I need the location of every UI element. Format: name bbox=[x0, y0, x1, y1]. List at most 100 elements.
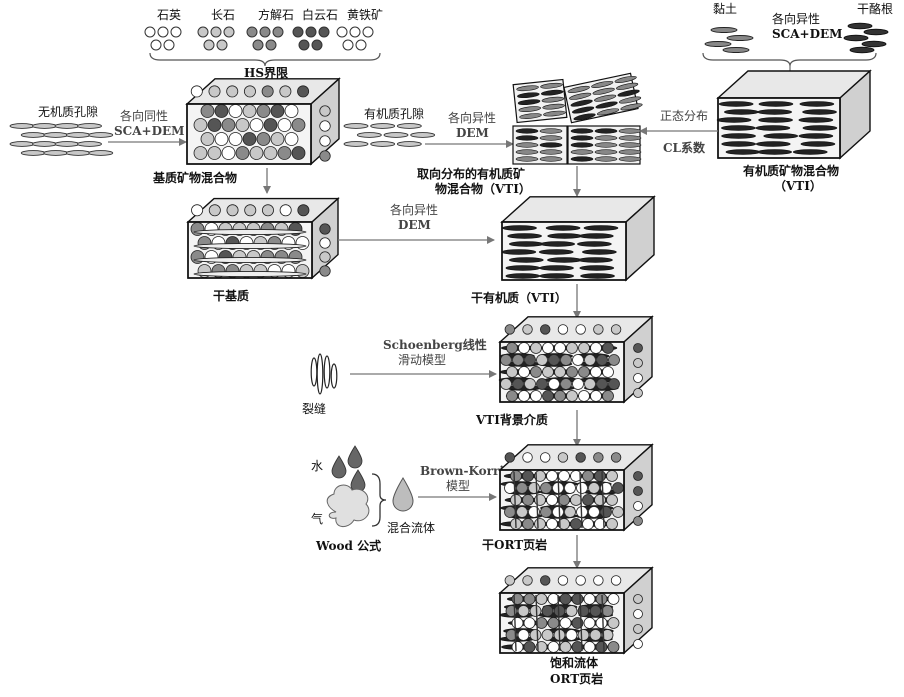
mineral-grain bbox=[613, 483, 624, 494]
mineral-grain bbox=[573, 355, 584, 366]
organic-lamina bbox=[579, 234, 613, 239]
mineral-grain-icons bbox=[145, 27, 373, 50]
mineral-grain bbox=[567, 391, 578, 402]
mineral-grain bbox=[601, 507, 612, 518]
saturated-label-1: 饱和流体 bbox=[550, 655, 599, 670]
organic-lamina bbox=[719, 102, 753, 107]
mineral-grain bbox=[584, 618, 595, 629]
mineral-grain-icon bbox=[266, 40, 276, 50]
inorganic-pore-ellipses bbox=[10, 124, 113, 156]
mineral-grain-top bbox=[191, 86, 202, 97]
mineral-grain bbox=[596, 618, 607, 629]
water-droplet-icons bbox=[332, 446, 365, 492]
tile-lamina bbox=[516, 143, 538, 148]
mineral-grain bbox=[278, 119, 291, 132]
mineral-grain bbox=[583, 519, 594, 530]
mineral-grain bbox=[229, 133, 242, 146]
mineral-grain bbox=[215, 133, 228, 146]
mineral-grain bbox=[554, 606, 565, 617]
saturated-label-2: ORT页岩 bbox=[550, 671, 603, 686]
mineral-grain bbox=[602, 606, 613, 617]
mixed-fluid-droplet-icon bbox=[393, 478, 413, 511]
mineral-grain-top bbox=[280, 86, 291, 97]
tile-lamina bbox=[619, 136, 641, 141]
pore-ellipse-icon bbox=[33, 142, 57, 147]
clay-label: 黏土 bbox=[713, 2, 737, 16]
organic-mineral-mixture-cube bbox=[717, 71, 870, 158]
mineral-grain-top bbox=[540, 453, 550, 463]
organic-lamina bbox=[578, 258, 612, 263]
mineral-grain bbox=[561, 355, 572, 366]
mineral-grain-top bbox=[611, 576, 621, 586]
organic-lamina bbox=[509, 242, 543, 247]
mineral-grain bbox=[264, 119, 277, 132]
tile-lamina bbox=[595, 143, 617, 148]
mineral-grain-icon bbox=[171, 27, 181, 37]
pore-ellipse-icon bbox=[384, 133, 408, 138]
kerogen-ellipse-icon bbox=[844, 35, 868, 41]
mineral-grain bbox=[585, 355, 596, 366]
mineral-grain bbox=[501, 379, 512, 390]
organic-brace bbox=[703, 53, 876, 66]
anisotropic-dem-label-1: 各向异性 bbox=[390, 202, 438, 217]
wood-formula-label: Wood 公式 bbox=[315, 538, 381, 553]
organic-lamina bbox=[799, 134, 833, 139]
pore-ellipse-icon bbox=[371, 124, 395, 129]
mineral-grain-top bbox=[209, 205, 220, 216]
anisotropic-label-2: 各向异性 bbox=[448, 110, 496, 125]
mineral-grain-side bbox=[320, 266, 331, 277]
mineral-grain bbox=[567, 343, 578, 354]
mineral-grain bbox=[201, 133, 214, 146]
fracture-group: 裂缝 bbox=[302, 354, 337, 416]
tile-lamina bbox=[595, 129, 617, 134]
mineral-brace bbox=[150, 53, 380, 66]
mineral-grain bbox=[579, 367, 590, 378]
gas-cloud-icon bbox=[327, 485, 369, 527]
mineral-grain-top bbox=[245, 205, 256, 216]
mineral-grain-top bbox=[523, 576, 533, 586]
mineral-grain bbox=[519, 367, 530, 378]
mineral-grain bbox=[513, 355, 524, 366]
mineral-grain bbox=[597, 355, 608, 366]
mineral-grain bbox=[278, 147, 291, 160]
mineral-grain bbox=[292, 147, 305, 160]
mineral-grain bbox=[547, 519, 558, 530]
organic-lamina bbox=[717, 118, 751, 123]
om-mix-label-2: （VTI） bbox=[774, 178, 822, 193]
mineral-grain bbox=[519, 391, 530, 402]
pore-ellipse-icon bbox=[397, 124, 421, 129]
brown-korringa-label-2: 模型 bbox=[446, 479, 470, 493]
mineral-grain bbox=[529, 483, 540, 494]
mineral-grain-top bbox=[558, 576, 568, 586]
mineral-grain-top bbox=[576, 325, 586, 335]
mineral-grain-icon bbox=[198, 27, 208, 37]
mineral-grain-icon bbox=[293, 27, 303, 37]
mineral-grain bbox=[578, 606, 589, 617]
mineral-grain bbox=[559, 495, 570, 506]
mineral-grain-top bbox=[262, 205, 273, 216]
mineral-grain bbox=[505, 507, 516, 518]
mineral-grain-side bbox=[634, 595, 643, 604]
organic-pore-ellipses bbox=[344, 124, 435, 147]
mineral-grain-side bbox=[634, 472, 643, 481]
mineral-grain bbox=[565, 507, 576, 518]
mineral-grain bbox=[541, 507, 552, 518]
mineral-grain bbox=[222, 119, 235, 132]
mineral-grain-side bbox=[634, 610, 643, 619]
mineral-grain-top bbox=[227, 86, 238, 97]
mineral-grain-side bbox=[634, 502, 643, 511]
mineral-grain-side bbox=[634, 640, 643, 649]
mineral-grain bbox=[501, 355, 512, 366]
mineral-grain bbox=[571, 495, 582, 506]
mineral-grain bbox=[579, 343, 590, 354]
mineral-grain-icon bbox=[164, 40, 174, 50]
sca-dem-left-label: SCA+DEM bbox=[114, 124, 184, 138]
mineral-grain bbox=[591, 391, 602, 402]
organic-lamina bbox=[764, 134, 798, 139]
mineral-grain-top bbox=[227, 205, 238, 216]
fracture-icon bbox=[317, 354, 323, 394]
schoenberg-label-2: 滑动模型 bbox=[398, 353, 446, 367]
tile-lamina bbox=[619, 150, 641, 155]
clay-ellipse-icon bbox=[705, 42, 731, 47]
